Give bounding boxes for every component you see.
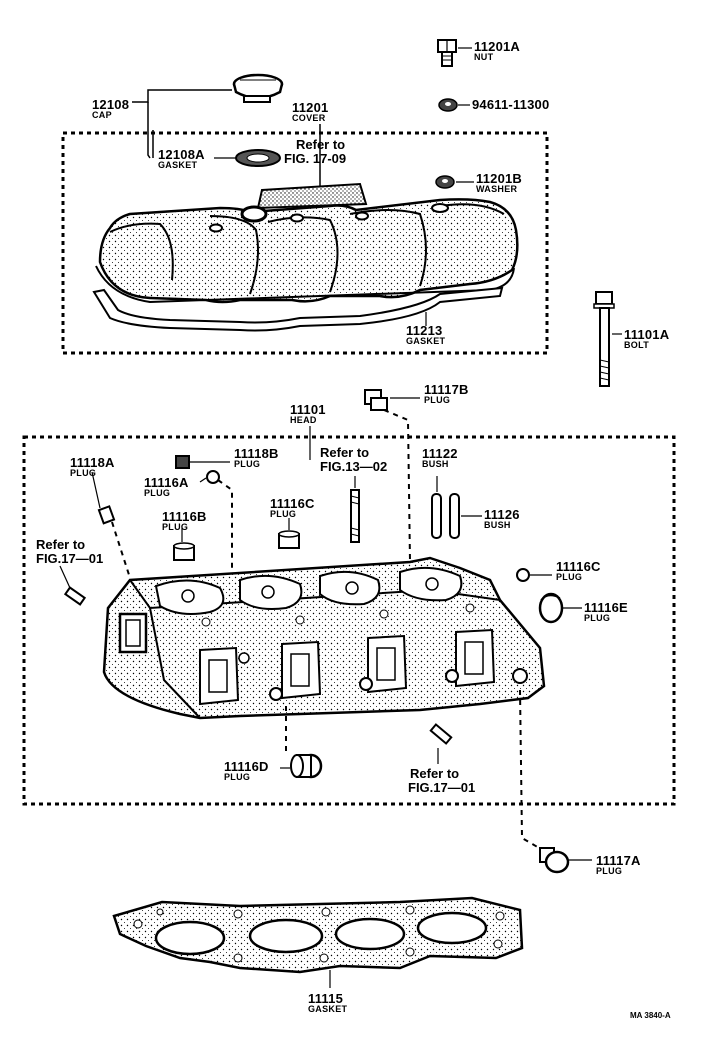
head-gasket-icon xyxy=(112,896,524,974)
cover-group-box xyxy=(61,131,549,355)
plug-11116d-icon xyxy=(290,753,323,779)
cover-gasket-icon xyxy=(92,286,504,332)
washer-94611-icon xyxy=(438,98,458,112)
cylinder-head-icon xyxy=(102,556,546,720)
left-stud-icon xyxy=(63,586,87,606)
washer-icon xyxy=(435,175,455,189)
plug-11118b-icon xyxy=(175,455,190,469)
stud-icon xyxy=(350,489,360,543)
nut-icon xyxy=(437,39,457,67)
bush-11126-icon xyxy=(449,493,460,539)
valve-cover-icon xyxy=(95,182,519,304)
plug-11118a-icon xyxy=(97,505,116,525)
plug-11116e-icon xyxy=(538,592,564,624)
oil-cap-icon xyxy=(232,73,284,103)
bottom-stud-icon xyxy=(429,723,453,745)
plug-11116b-icon xyxy=(173,542,195,561)
plug-11117b-icon xyxy=(364,389,388,411)
plug-11116c-right-icon xyxy=(516,568,530,582)
cap-gasket-icon xyxy=(235,149,281,167)
plug-11117a-icon xyxy=(539,847,570,874)
plug-11116c-center-icon xyxy=(278,530,300,549)
drawing-code: MA 3840-A xyxy=(630,1011,671,1020)
bolt-icon xyxy=(593,291,615,387)
plug-11116a-icon xyxy=(206,470,220,484)
part-label-94611-11300: 94611-11300 xyxy=(472,97,550,112)
head-group-box xyxy=(22,435,676,806)
bush-11122-icon xyxy=(431,493,442,539)
